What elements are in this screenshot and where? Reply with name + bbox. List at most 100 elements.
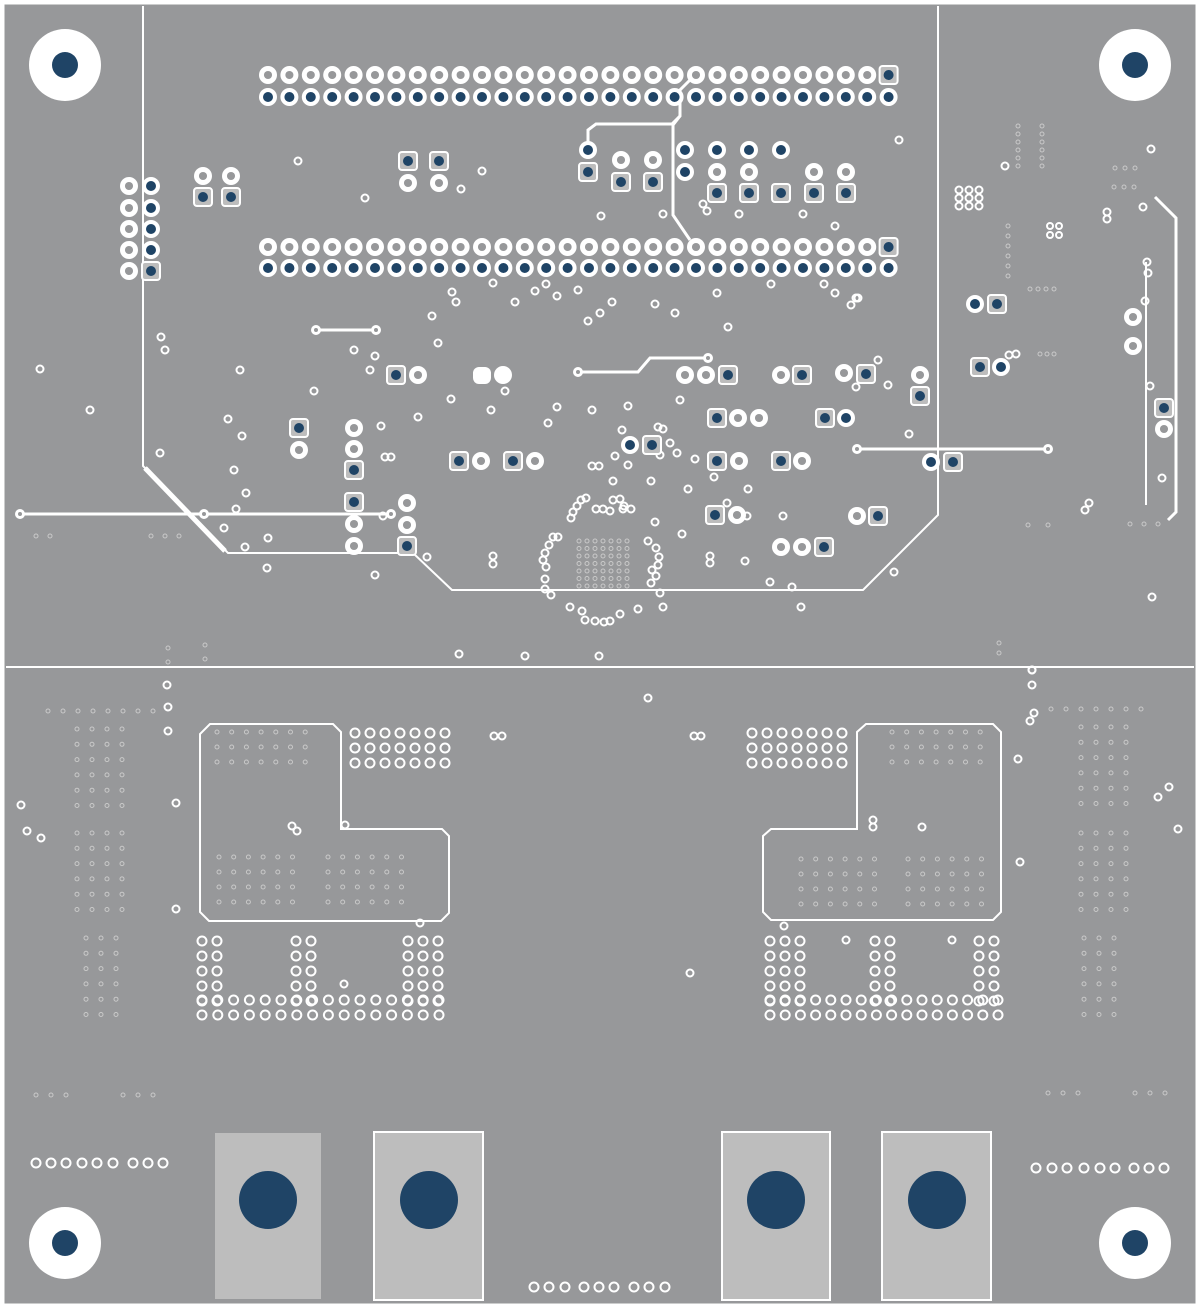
via-icon <box>740 141 758 159</box>
via-icon <box>624 538 630 544</box>
via-icon <box>608 568 614 574</box>
via-icon <box>584 568 590 574</box>
via-icon <box>150 708 156 714</box>
via-icon <box>104 876 110 882</box>
via-icon <box>119 891 125 897</box>
via-icon <box>643 536 653 546</box>
via-icon <box>1141 521 1147 527</box>
via-icon <box>196 935 208 947</box>
via-icon <box>366 238 384 256</box>
via-icon <box>889 744 895 750</box>
square-pad-icon <box>221 187 241 207</box>
via-icon <box>590 616 600 626</box>
via-icon <box>142 199 160 217</box>
via-icon <box>584 583 590 589</box>
via-icon <box>171 904 181 914</box>
via-icon <box>600 568 606 574</box>
via-icon <box>1108 724 1114 730</box>
via-icon <box>280 66 299 84</box>
via-icon <box>922 453 940 471</box>
via-icon <box>825 1009 837 1021</box>
via-icon <box>798 871 804 877</box>
via-icon <box>964 871 970 877</box>
via-icon <box>1122 165 1128 171</box>
via-icon <box>275 884 281 890</box>
via-icon <box>89 845 95 851</box>
via-icon <box>776 727 788 739</box>
via-icon <box>857 856 863 862</box>
via-icon <box>973 980 985 992</box>
via-icon <box>89 876 95 882</box>
via-icon <box>607 297 617 307</box>
via-icon <box>621 436 639 454</box>
via-icon <box>616 546 622 551</box>
via-icon <box>340 884 346 890</box>
via-icon <box>417 965 429 977</box>
via-icon <box>394 727 406 739</box>
via-icon <box>119 772 125 778</box>
via-icon <box>1096 935 1102 941</box>
via-icon <box>580 259 598 277</box>
via-icon <box>370 570 380 580</box>
via-icon <box>1075 1090 1081 1096</box>
via-icon <box>580 615 590 625</box>
via-icon <box>665 259 684 277</box>
via-icon <box>214 729 220 735</box>
via-icon <box>120 708 126 714</box>
via-icon <box>376 421 386 431</box>
via-icon <box>729 88 748 106</box>
via-icon <box>988 980 1000 992</box>
via-icon <box>1015 163 1021 169</box>
diagonal-trace <box>143 466 227 553</box>
via-icon <box>798 886 804 892</box>
via-icon <box>851 382 861 392</box>
via-icon <box>764 935 776 947</box>
via-icon <box>723 322 733 332</box>
via-icon <box>305 950 317 962</box>
via-icon <box>543 418 553 428</box>
via-icon <box>600 583 606 589</box>
via-icon <box>761 727 773 739</box>
via-icon <box>1035 286 1041 292</box>
via-icon <box>290 965 302 977</box>
via-icon <box>1048 706 1054 712</box>
via-icon <box>566 513 576 523</box>
via-icon <box>772 366 790 384</box>
via-icon <box>85 405 95 415</box>
via-icon <box>113 996 119 1002</box>
via-icon <box>290 980 302 992</box>
via-icon <box>1108 876 1114 882</box>
via-icon <box>260 899 266 905</box>
via-icon <box>584 561 590 566</box>
via-icon <box>815 259 834 277</box>
via-icon <box>409 366 427 384</box>
via-icon <box>901 994 913 1006</box>
via-icon <box>104 741 110 747</box>
via-icon <box>1081 981 1087 987</box>
via-icon <box>98 935 104 941</box>
via-icon <box>76 1157 88 1169</box>
via-icon <box>836 259 855 277</box>
via-icon <box>323 66 342 84</box>
via-icon <box>884 950 896 962</box>
via-icon <box>214 759 220 765</box>
via-icon <box>840 1009 852 1021</box>
via-icon <box>883 380 893 390</box>
via-icon <box>83 981 89 987</box>
via-icon <box>1102 214 1112 224</box>
via-icon <box>74 741 80 747</box>
via-icon <box>1145 381 1155 391</box>
via-icon <box>1155 420 1173 438</box>
via-icon <box>794 980 806 992</box>
via-icon <box>583 316 593 326</box>
via-icon <box>119 845 125 851</box>
via-icon <box>1108 785 1114 791</box>
via-icon <box>1162 1090 1168 1096</box>
via-icon <box>858 238 877 256</box>
via-icon <box>810 994 822 1006</box>
via-icon <box>836 742 848 754</box>
via-icon <box>349 742 361 754</box>
via-icon <box>216 854 222 860</box>
via-icon <box>345 515 363 533</box>
via-icon <box>1108 739 1114 745</box>
